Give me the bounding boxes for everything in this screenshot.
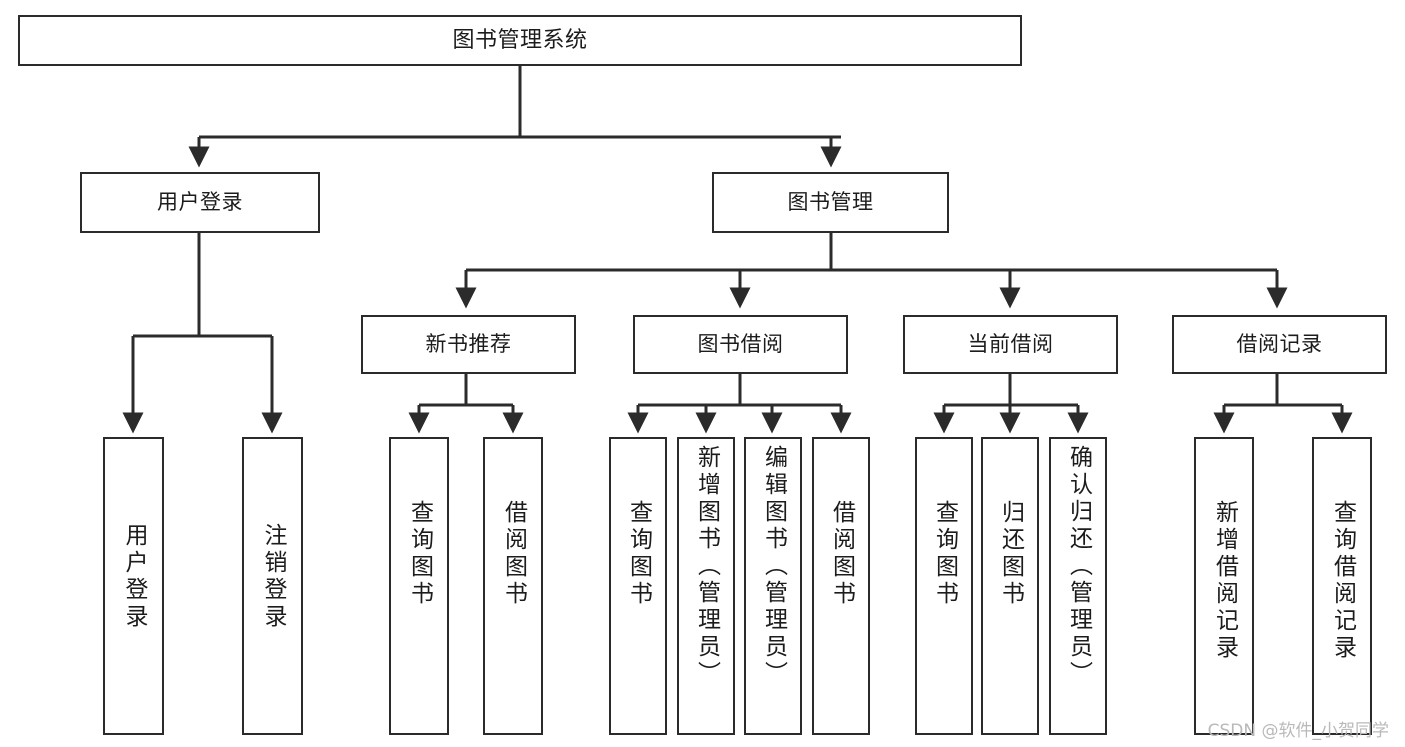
node-label: 借阅图书 xyxy=(500,500,527,608)
node-leaf-add-book-admin[interactable]: 新增图书（管理员） xyxy=(677,437,735,735)
node-leaf-add-borrow-record[interactable]: 新增借阅记录 xyxy=(1194,437,1254,735)
node-label: 借阅图书 xyxy=(828,500,855,608)
node-new-book-recommend[interactable]: 新书推荐 xyxy=(361,315,576,374)
node-book-management[interactable]: 图书管理 xyxy=(712,172,949,233)
node-label: 新增借阅记录 xyxy=(1211,500,1238,662)
node-label: 查询图书 xyxy=(931,500,958,608)
watermark-text: CSDN @软件_小贺同学 xyxy=(1207,721,1389,741)
node-root-book-management-system[interactable]: 图书管理系统 xyxy=(18,15,1022,66)
node-leaf-return-book[interactable]: 归还图书 xyxy=(981,437,1039,735)
node-leaf-edit-book-admin[interactable]: 编辑图书（管理员） xyxy=(744,437,802,735)
node-label: 借阅记录 xyxy=(1236,332,1323,357)
node-label: 用户登录 xyxy=(157,190,243,215)
node-current-borrow[interactable]: 当前借阅 xyxy=(903,315,1118,374)
node-label: 用户登录 xyxy=(121,523,147,631)
node-label: 查询借阅记录 xyxy=(1329,500,1356,662)
node-book-borrow[interactable]: 图书借阅 xyxy=(633,315,848,374)
node-user-login[interactable]: 用户登录 xyxy=(80,172,320,233)
node-label: 注销登录 xyxy=(260,523,286,631)
node-leaf-query-book-borrow[interactable]: 查询图书 xyxy=(609,437,667,735)
node-label: 查询图书 xyxy=(625,500,652,608)
node-label: 归还图书 xyxy=(997,500,1024,608)
node-leaf-logout[interactable]: 注销登录 xyxy=(242,437,303,735)
node-label: 查询图书 xyxy=(406,500,433,608)
node-borrow-records[interactable]: 借阅记录 xyxy=(1172,315,1387,374)
node-leaf-confirm-return-admin[interactable]: 确认归还（管理员） xyxy=(1049,437,1107,735)
node-leaf-borrow-book[interactable]: 借阅图书 xyxy=(812,437,870,735)
node-leaf-query-borrow-record[interactable]: 查询借阅记录 xyxy=(1312,437,1372,735)
node-label: 图书管理 xyxy=(787,190,874,215)
node-leaf-user-login[interactable]: 用户登录 xyxy=(103,437,164,735)
node-label: 当前借阅 xyxy=(967,332,1054,357)
node-leaf-borrow-book-recommend[interactable]: 借阅图书 xyxy=(483,437,543,735)
node-label: 新增图书（管理员） xyxy=(693,445,720,688)
node-label: 编辑图书（管理员） xyxy=(760,445,787,688)
node-label: 图书借阅 xyxy=(697,332,784,357)
node-leaf-query-book-recommend[interactable]: 查询图书 xyxy=(389,437,449,735)
node-label: 确认归还（管理员） xyxy=(1065,445,1092,688)
node-label: 新书推荐 xyxy=(425,332,512,357)
node-label: 图书管理系统 xyxy=(452,27,588,53)
node-leaf-query-book-current[interactable]: 查询图书 xyxy=(915,437,973,735)
